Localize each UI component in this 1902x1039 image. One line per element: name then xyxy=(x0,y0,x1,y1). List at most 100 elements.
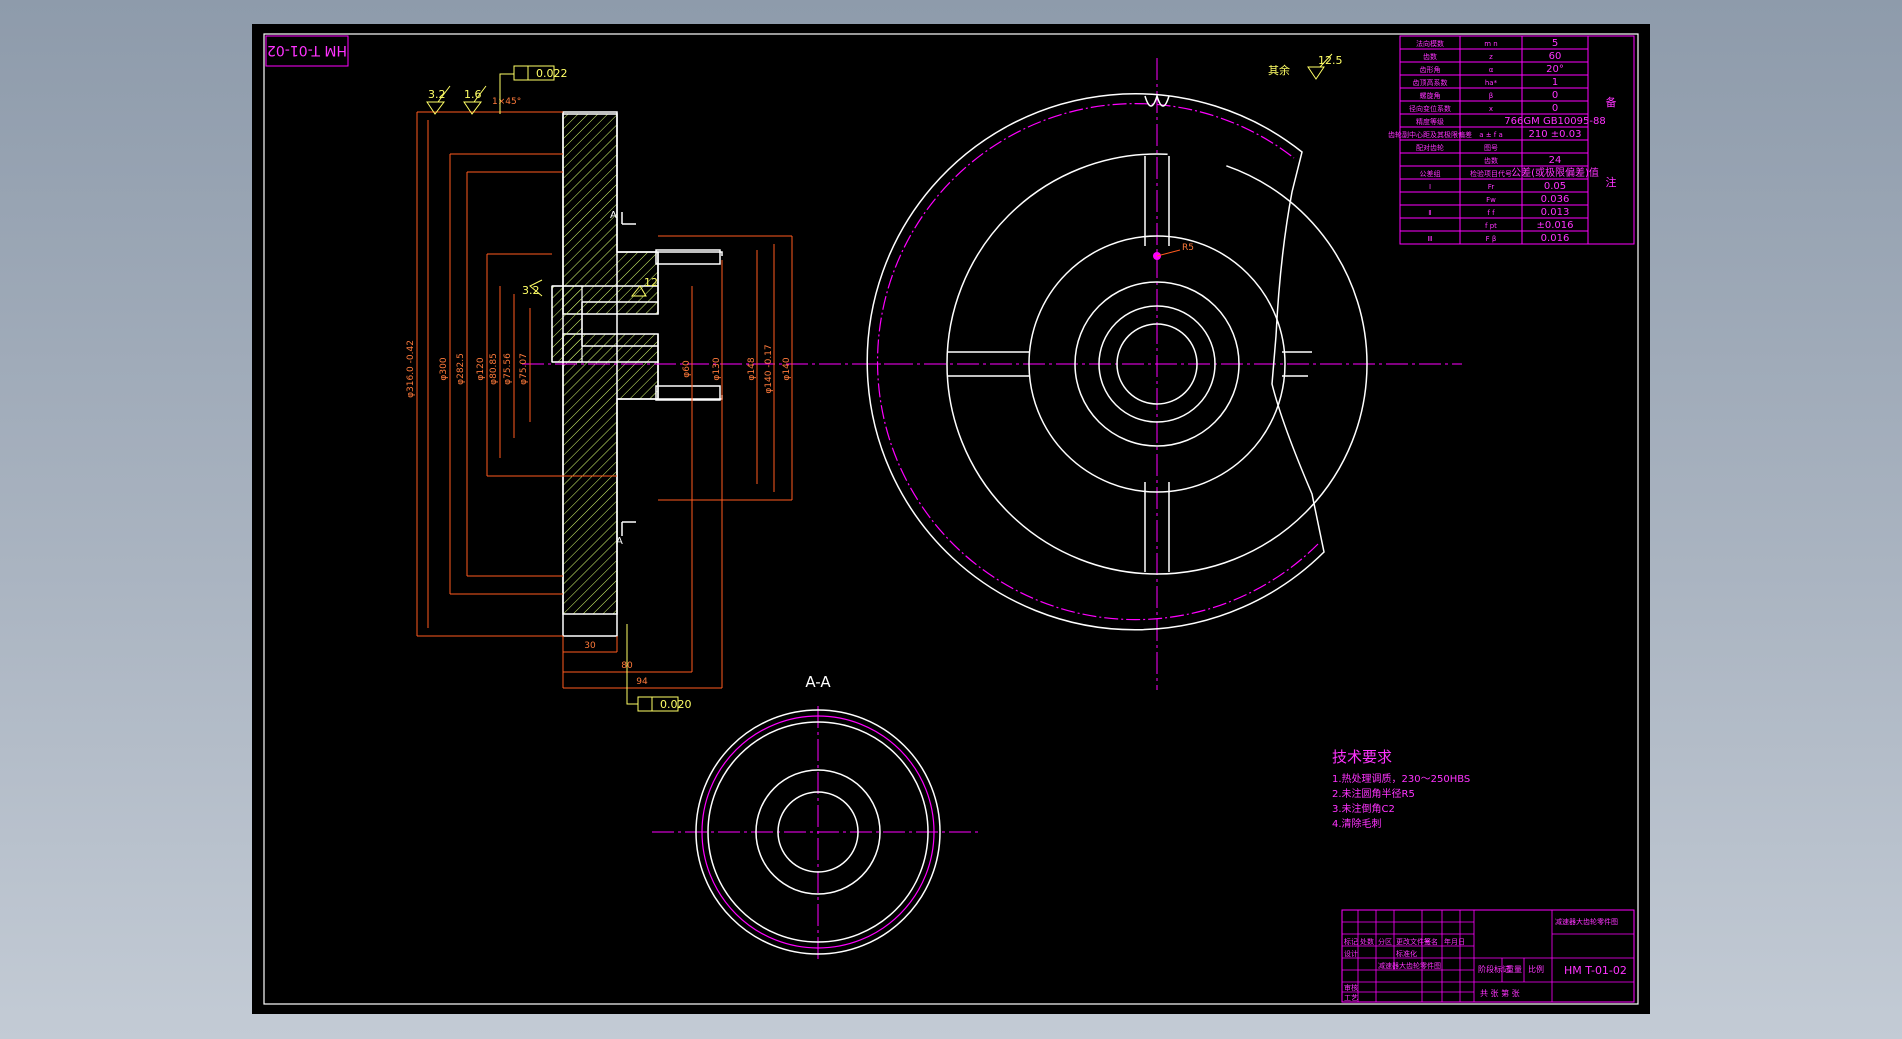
svg-text:分区: 分区 xyxy=(1378,937,1392,946)
svg-text:φ282.5: φ282.5 xyxy=(456,353,466,385)
tolerance-box-bottom: 0.020 xyxy=(626,624,692,712)
svg-text:φ316.0 -0.42: φ316.0 -0.42 xyxy=(406,340,416,398)
svg-text:审核: 审核 xyxy=(1344,983,1358,992)
tolerance-box-top: 0.022 xyxy=(499,65,568,114)
surface-finish-other: 其余 12.5 xyxy=(1268,53,1343,80)
bore-outer xyxy=(1098,305,1216,423)
svg-text:比例: 比例 xyxy=(1528,964,1544,974)
svg-text:A: A xyxy=(616,536,623,547)
svg-text:A: A xyxy=(610,210,617,221)
gear-table-name: Ⅰ xyxy=(1429,183,1431,191)
svg-text:标记: 标记 xyxy=(1344,937,1358,946)
gear-table-name: Ⅱ xyxy=(1428,209,1431,217)
svg-text:φ80.85: φ80.85 xyxy=(489,353,499,385)
svg-text:φ130: φ130 xyxy=(712,357,722,380)
svg-text:94: 94 xyxy=(636,677,648,687)
svg-text:1.热处理调质，230～250HBS: 1.热处理调质，230～250HBS xyxy=(1332,772,1470,785)
svg-text:12: 12 xyxy=(644,276,658,289)
gear-tip-outline xyxy=(866,93,1325,631)
drawing-canvas[interactable]: HM T-01-02 A A xyxy=(252,24,1650,1014)
section-marker-bottom: A xyxy=(616,521,636,547)
svg-text:更改文件号: 更改文件号 xyxy=(1396,937,1431,946)
web-outer xyxy=(946,153,1368,575)
section-a-a-view: A-A xyxy=(652,673,982,959)
svg-text:φ75.56: φ75.56 xyxy=(503,353,513,385)
gear-table-sym: a ± f a xyxy=(1479,131,1503,139)
gear-table-sym: Fr xyxy=(1488,183,1495,191)
svg-text:签名: 签名 xyxy=(1424,937,1438,946)
gear-table-sym: F β xyxy=(1486,235,1497,243)
gear-table-remark: 备 xyxy=(1606,95,1617,109)
hub-end-lower xyxy=(655,385,721,401)
gear-table-sym: ha* xyxy=(1485,79,1498,87)
tech-title: 技术要求 xyxy=(1332,748,1392,766)
gear-table-sym: 图号 xyxy=(1484,144,1498,152)
gear-table-val: 0.036 xyxy=(1541,194,1570,205)
svg-text:年月日: 年月日 xyxy=(1444,937,1465,946)
gear-table-val: 5 xyxy=(1552,38,1558,49)
svg-text:30: 30 xyxy=(584,641,596,651)
svg-text:共 张 第 张: 共 张 第 张 xyxy=(1480,988,1520,998)
gear-table-name: Ⅲ xyxy=(1428,235,1433,243)
svg-text:减速器大齿轮零件图: 减速器大齿轮零件图 xyxy=(1555,917,1618,926)
svg-text:设计: 设计 xyxy=(1344,949,1358,958)
tech-requirements: 技术要求 1.热处理调质，230～250HBS 2.未注圆角半径R5 3.未注倒… xyxy=(1332,748,1470,830)
gear-table-sym: 检验项目代号 xyxy=(1470,169,1512,178)
svg-text:重量: 重量 xyxy=(1506,964,1522,974)
gear-table-sym: 齿数 xyxy=(1484,156,1498,165)
svg-text:阶段标记: 阶段标记 xyxy=(1478,964,1510,974)
gear-table-val: 210 ±0.03 xyxy=(1529,129,1582,140)
svg-text:A-A: A-A xyxy=(805,673,831,691)
bore-inner xyxy=(1116,323,1198,405)
drawing-frame xyxy=(263,33,1639,1005)
tooth-notch xyxy=(1144,93,1170,107)
gear-table-sym: z xyxy=(1489,53,1493,61)
gear-front-view: R5 xyxy=(858,58,1462,690)
gear-table-name: 配对齿轮 xyxy=(1416,143,1444,152)
gear-table-name: 精度等级 xyxy=(1416,117,1444,126)
gear-table-val: 0.05 xyxy=(1544,181,1566,192)
drawing-number: HM T-01-02 xyxy=(1564,964,1627,977)
svg-text:1.6: 1.6 xyxy=(464,88,482,101)
svg-text:处数: 处数 xyxy=(1360,937,1374,946)
svg-text:φ120: φ120 xyxy=(476,357,486,380)
hub-ring xyxy=(1074,281,1240,447)
gear-table-val: 766GM GB10095-88 xyxy=(1504,116,1605,127)
svg-text:φ75.07: φ75.07 xyxy=(519,353,529,385)
gear-table-val: ±0.016 xyxy=(1536,220,1573,231)
gear-table-sym: β xyxy=(1489,92,1493,100)
svg-text:3.未注倒角C2: 3.未注倒角C2 xyxy=(1332,802,1395,815)
gear-table-val: 0.013 xyxy=(1541,207,1570,218)
cad-drawing-viewport[interactable]: HM T-01-02 A A xyxy=(252,24,1650,1014)
gear-table-val: 24 xyxy=(1549,155,1562,166)
gear-table-sym: α xyxy=(1489,66,1494,74)
svg-text:12.5: 12.5 xyxy=(1318,54,1343,67)
svg-text:φ148: φ148 xyxy=(747,357,757,380)
svg-text:φ300: φ300 xyxy=(439,357,449,380)
spoke-bottom xyxy=(1144,482,1170,572)
gear-table-val: 20° xyxy=(1546,64,1564,75)
section-dimensions: 30 80 94 φ316.0 -0.42 φ300 φ282.5 φ120 φ… xyxy=(406,97,793,689)
hub-hatch xyxy=(551,285,583,363)
gear-table-val: 1 xyxy=(1552,77,1558,88)
svg-text:φ60: φ60 xyxy=(682,360,692,378)
gear-table-name: 齿顶高系数 xyxy=(1413,78,1448,87)
hub-outer xyxy=(1028,235,1286,493)
spoke-right xyxy=(1282,351,1312,377)
gear-table-val: 0.016 xyxy=(1541,233,1570,244)
svg-text:减速器大齿轮零件图: 减速器大齿轮零件图 xyxy=(1378,961,1441,970)
svg-text:其余: 其余 xyxy=(1268,63,1290,77)
svg-text:工艺: 工艺 xyxy=(1344,994,1358,1002)
keyway xyxy=(581,301,658,347)
section-marker-top: A xyxy=(610,210,636,225)
svg-text:0.020: 0.020 xyxy=(660,698,692,711)
hub-end-upper xyxy=(655,249,721,265)
gear-table-val: 0 xyxy=(1552,103,1558,114)
svg-text:HM T-01-02: HM T-01-02 xyxy=(267,42,347,58)
gear-table-sym: f pt xyxy=(1485,222,1497,230)
svg-text:φ140 -0.17: φ140 -0.17 xyxy=(764,344,774,393)
gear-table-sym: m n xyxy=(1484,40,1497,48)
gear-table-name: 公差组 xyxy=(1420,169,1441,178)
gear-table-name: 径向变位系数 xyxy=(1409,104,1451,113)
